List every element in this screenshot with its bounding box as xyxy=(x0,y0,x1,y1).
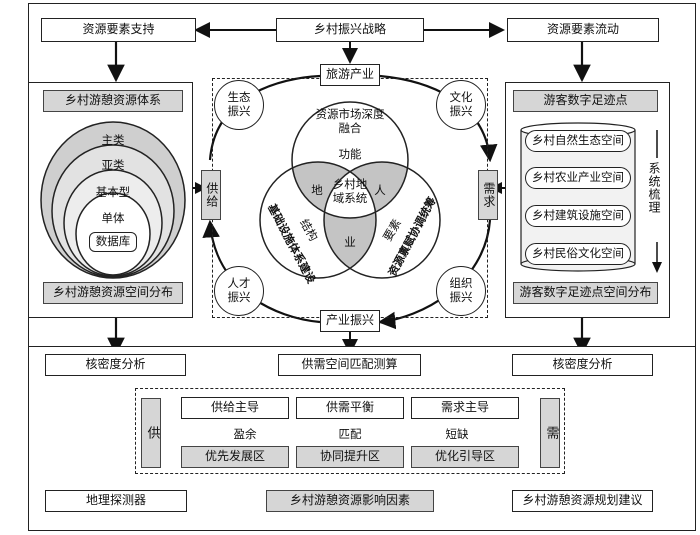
culture-revitalization-circle: 文化振兴 xyxy=(436,80,486,130)
venn-circle-function xyxy=(291,101,409,219)
rural-revitalization-box: 乡村振兴战略 xyxy=(276,18,424,42)
layer-label-basic: 基本型 xyxy=(95,185,131,199)
left-panel-bottom: 乡村游憩资源空间分布 xyxy=(43,282,183,304)
venn-center-label: 乡村地域系统 xyxy=(332,177,368,205)
supply-match-box: 供 xyxy=(141,398,161,468)
right-panel-title: 游客数字足迹点 xyxy=(513,90,658,112)
left-panel-title: 乡村游憩资源体系 xyxy=(43,90,183,112)
space-architecture: 乡村建筑设施空间 xyxy=(525,205,631,227)
venn-ren-label: 人 xyxy=(374,183,386,197)
space-folk-culture: 乡村民俗文化空间 xyxy=(525,243,631,265)
geo-detector-box: 地理探测器 xyxy=(45,490,187,512)
resource-support-box: 资源要素支持 xyxy=(41,18,196,42)
venn-ye-label: 业 xyxy=(344,235,356,249)
supply-box: 供给 xyxy=(201,170,221,220)
venn-circle-structure xyxy=(259,161,377,279)
venn-circle-factor xyxy=(323,161,441,279)
demand-led-box: 需求主导 xyxy=(411,397,519,419)
demand-box: 需求 xyxy=(478,170,498,220)
system-sorting-label: 系统梳理 xyxy=(647,162,661,214)
venn-top-title: 资源市场深度融合 xyxy=(315,107,385,135)
resource-flow-box: 资源要素流动 xyxy=(507,18,659,42)
balance-box: 供需平衡 xyxy=(296,397,404,419)
influencing-factors-box: 乡村游憩资源影响因素 xyxy=(266,490,434,512)
down-arrow-icon xyxy=(652,130,662,273)
coordinated-improvement-box: 协同提升区 xyxy=(296,446,404,468)
venn-di-label: 地 xyxy=(311,183,323,197)
supply-led-box: 供给主导 xyxy=(181,397,289,419)
venn-diagram xyxy=(259,101,441,279)
ecology-revitalization-circle: 生态振兴 xyxy=(214,80,264,130)
space-ecology: 乡村自然生态空间 xyxy=(525,130,631,152)
right-panel-bottom: 游客数字足迹点空间分布 xyxy=(513,282,658,304)
optimization-guidance-box: 优化引导区 xyxy=(411,446,519,468)
organization-revitalization-circle: 组织振兴 xyxy=(436,266,486,316)
layer-label-main: 主类 xyxy=(101,133,125,147)
industry-revitalization-box: 产业振兴 xyxy=(320,310,380,332)
shortage-label: 短缺 xyxy=(445,427,469,441)
supply-demand-matching: 供需空间匹配测算 xyxy=(278,354,421,376)
database-box: 数据库 xyxy=(89,232,137,252)
space-agriculture: 乡村农业产业空间 xyxy=(525,167,631,189)
tourism-industry-box: 旅游产业 xyxy=(320,64,380,86)
demand-match-box: 需 xyxy=(540,398,560,468)
matching-dashed-area xyxy=(135,388,565,474)
venn-function-label: 功能 xyxy=(338,147,362,161)
layer-label-sub: 亚类 xyxy=(101,158,125,172)
talent-revitalization-circle: 人才振兴 xyxy=(214,266,264,316)
layer-label-individual: 单体 xyxy=(101,211,125,225)
surplus-label: 盈余 xyxy=(233,427,257,441)
priority-development-box: 优先发展区 xyxy=(181,446,289,468)
kernel-density-left: 核密度分析 xyxy=(45,354,186,376)
resource-hierarchy-diagram xyxy=(40,121,186,279)
match-label: 匹配 xyxy=(338,427,362,441)
kernel-density-right: 核密度分析 xyxy=(512,354,653,376)
planning-suggestions-box: 乡村游憩资源规划建议 xyxy=(512,490,653,512)
